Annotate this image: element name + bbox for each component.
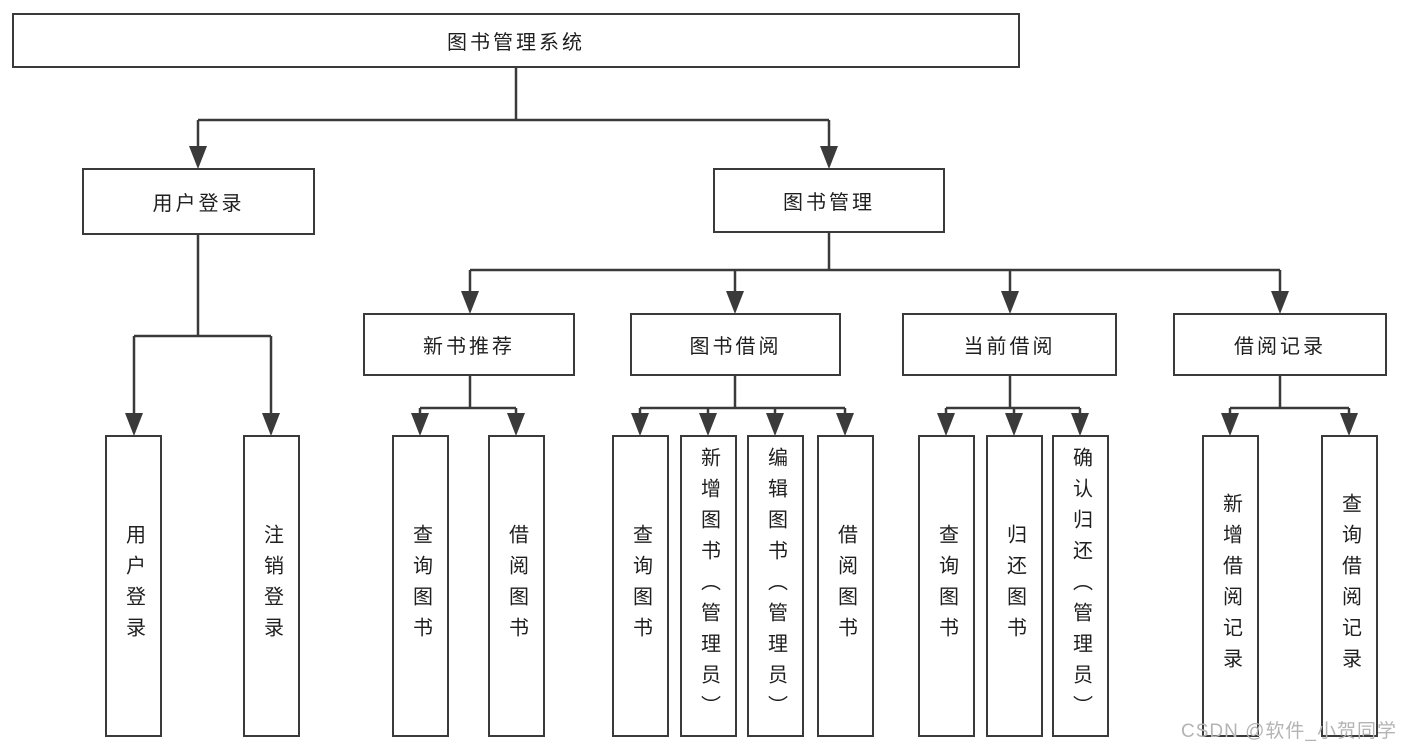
- arrow-down-icon: [507, 413, 525, 436]
- node-book-mgmt-label: 图书管理: [783, 192, 875, 214]
- arrow-down-icon: [125, 413, 143, 436]
- leaf-borrow-query-books: 查询图书: [612, 435, 669, 737]
- leaf-borrow-query-books-label: 查询图书: [629, 524, 652, 648]
- arrow-down-icon: [1340, 413, 1358, 436]
- leaf-rec-borrow-books: 借阅图书: [488, 435, 545, 737]
- leaf-borrow-borrow-books: 借阅图书: [817, 435, 874, 737]
- leaf-rec-borrow-books-label: 借阅图书: [505, 524, 528, 648]
- node-borrow-records-label: 借阅记录: [1234, 336, 1326, 358]
- arrow-down-icon: [1221, 413, 1239, 436]
- leaf-current-return-books: 归还图书: [986, 435, 1043, 737]
- node-borrow-records: 借阅记录: [1173, 313, 1387, 376]
- node-root-label: 图书管理系统: [447, 32, 585, 54]
- leaf-current-return-books-label: 归还图书: [1003, 524, 1026, 648]
- node-book-mgmt: 图书管理: [713, 168, 945, 233]
- leaf-logout-label: 注销登录: [260, 524, 283, 648]
- watermark: CSDN @软件_小贺同学: [1181, 721, 1397, 742]
- new-rec-branch-line: [418, 376, 518, 431]
- arrow-down-icon: [262, 413, 280, 436]
- node-user-login: 用户登录: [82, 168, 315, 235]
- node-user-login-label: 用户登录: [152, 193, 245, 215]
- leaf-borrow-add-books-admin: 新增图书（管理员）: [680, 435, 737, 737]
- arrow-down-icon: [631, 413, 649, 436]
- arrow-down-icon: [1005, 413, 1023, 436]
- arrow-down-icon: [820, 146, 838, 169]
- node-book-borrow: 图书借阅: [630, 313, 841, 376]
- leaf-borrow-add-books-admin-label: 新增图书（管理员）: [697, 446, 720, 726]
- borrow-records-branch-line: [1228, 376, 1351, 431]
- arrow-down-icon: [766, 413, 784, 436]
- arrow-down-icon: [836, 413, 854, 436]
- arrow-down-icon: [461, 291, 479, 314]
- leaf-logout: 注销登录: [243, 435, 300, 737]
- arrow-down-icon: [937, 413, 955, 436]
- leaf-rec-query-books-label: 查询图书: [409, 524, 432, 648]
- leaf-user-login-label: 用户登录: [122, 524, 145, 648]
- node-book-borrow-label: 图书借阅: [689, 336, 782, 358]
- node-new-rec-label: 新书推荐: [423, 336, 515, 358]
- leaf-records-query-record: 查询借阅记录: [1321, 435, 1378, 737]
- leaf-records-query-record-label: 查询借阅记录: [1338, 493, 1361, 679]
- leaf-user-login: 用户登录: [105, 435, 162, 737]
- node-new-rec: 新书推荐: [363, 313, 575, 376]
- leaf-current-query-books-label: 查询图书: [935, 524, 958, 648]
- leaf-records-add-record: 新增借阅记录: [1202, 435, 1259, 737]
- arrow-down-icon: [1001, 291, 1019, 314]
- leaf-borrow-edit-books-admin: 编辑图书（管理员）: [747, 435, 804, 737]
- arrow-down-icon: [189, 146, 207, 169]
- book-mgmt-branch-line: [468, 232, 1282, 309]
- node-current-borrow-label: 当前借阅: [963, 336, 1056, 358]
- book-borrow-branch-line: [638, 376, 847, 431]
- leaf-current-confirm-return-admin: 确认归还（管理员）: [1052, 435, 1109, 737]
- user-login-branch-line: [132, 235, 273, 431]
- node-current-borrow: 当前借阅: [902, 313, 1117, 376]
- arrow-down-icon: [726, 291, 744, 314]
- leaf-current-query-books: 查询图书: [918, 435, 975, 737]
- current-borrow-branch-line: [944, 376, 1082, 431]
- leaf-rec-query-books: 查询图书: [392, 435, 449, 737]
- leaf-current-confirm-return-admin-label: 确认归还（管理员）: [1069, 446, 1092, 726]
- node-root: 图书管理系统: [12, 13, 1020, 68]
- leaf-borrow-edit-books-admin-label: 编辑图书（管理员）: [764, 446, 787, 726]
- root-branch-line: [196, 68, 831, 164]
- leaf-records-add-record-label: 新增借阅记录: [1219, 493, 1242, 679]
- arrow-down-icon: [411, 413, 429, 436]
- leaf-borrow-borrow-books-label: 借阅图书: [834, 524, 857, 648]
- arrow-down-icon: [1271, 291, 1289, 314]
- arrow-down-icon: [1071, 413, 1089, 436]
- arrow-down-icon: [699, 413, 717, 436]
